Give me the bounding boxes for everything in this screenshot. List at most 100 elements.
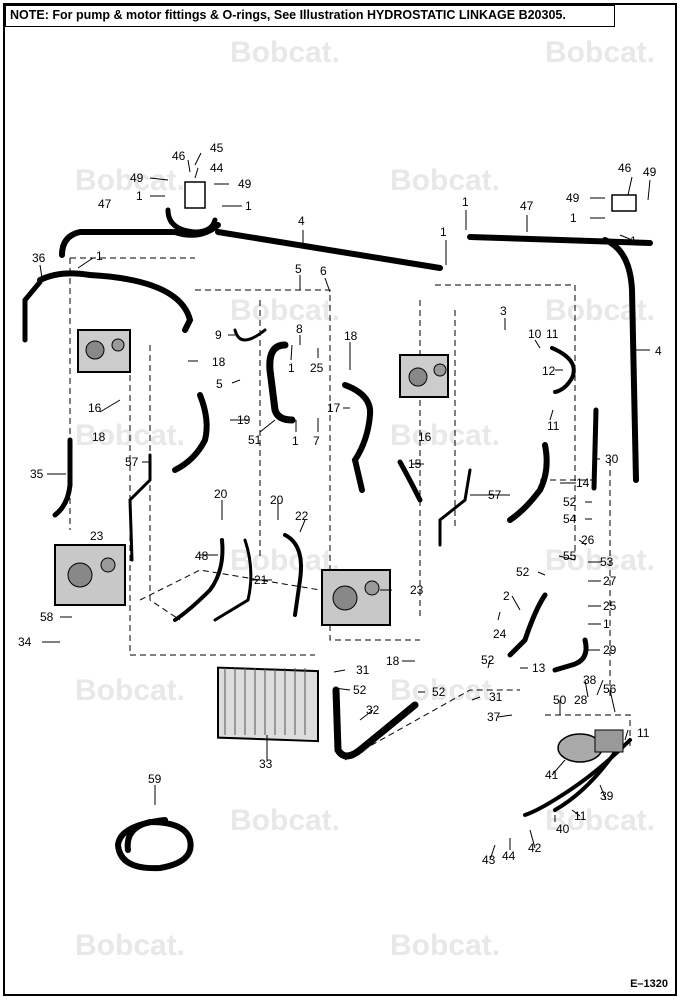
hose-17	[342, 382, 374, 493]
callout: 30	[605, 452, 619, 466]
hose-21	[213, 538, 253, 622]
callout: 6	[320, 264, 327, 278]
callout: 11	[547, 419, 560, 433]
callout: 56	[603, 682, 617, 696]
component-layer	[54, 181, 637, 763]
callout: 29	[603, 643, 617, 657]
callout-layer: 45 46 44 49 49 1 1 47 4 1 1 47 46 49 49 …	[18, 141, 662, 867]
callout: 20	[214, 487, 228, 501]
motor-23-right	[321, 569, 391, 626]
callout: 59	[148, 772, 162, 786]
callout: 45	[210, 141, 224, 155]
hose-57-right	[438, 468, 472, 547]
callout: 44	[210, 161, 224, 175]
callout: 31	[489, 690, 503, 704]
callout: 52	[516, 565, 530, 579]
callout: 1	[603, 617, 610, 631]
callout: 13	[532, 661, 546, 675]
callout: 5	[216, 377, 223, 391]
hose-32	[332, 686, 419, 760]
callout: 1	[136, 189, 143, 203]
callout: 1	[462, 195, 469, 209]
callout: 49	[643, 165, 657, 179]
pump-16-left	[77, 329, 131, 373]
watermark-text: Bobcat.	[230, 804, 340, 837]
callout: 48	[195, 549, 209, 563]
callout: 55	[563, 549, 577, 563]
callout: 36	[32, 251, 46, 265]
callout: 5	[295, 262, 302, 276]
callout: 11	[574, 809, 587, 823]
watermark-text: Bobcat.	[545, 294, 655, 327]
watermark-text: Bobcat.	[75, 164, 185, 197]
hose-15	[397, 459, 423, 503]
callout: 47	[520, 199, 534, 213]
oil-cooler-33	[217, 666, 319, 743]
watermark-layer: Bobcat. Bobcat. Bobcat. Bobcat. Bobcat. …	[75, 36, 655, 962]
callout: 21	[254, 573, 268, 587]
callout: 47	[98, 197, 112, 211]
callout: 26	[581, 533, 595, 547]
hose-47-right	[467, 234, 653, 246]
callout: 1	[96, 249, 103, 263]
figure-note: NOTE: For pump & motor fittings & O-ring…	[5, 5, 615, 27]
hose-57-left	[128, 453, 152, 562]
diagram-frame	[3, 3, 677, 996]
callout: 28	[574, 693, 588, 707]
callout: 4	[655, 344, 662, 358]
callout: 1	[570, 211, 577, 225]
callout: 53	[600, 555, 614, 569]
callout: 18	[212, 355, 226, 369]
right-filter-head	[611, 194, 637, 212]
reference-lines	[69, 257, 631, 761]
filter-canister	[184, 181, 206, 209]
callout: 1	[288, 361, 295, 375]
callout: 49	[238, 177, 252, 191]
hose-2	[507, 592, 548, 658]
callout: 10	[528, 327, 542, 341]
callout: 15	[408, 457, 422, 471]
callout: 1	[292, 434, 299, 448]
callout: 34	[18, 635, 32, 649]
watermark-text: Bobcat.	[75, 929, 185, 962]
valve-assembly	[557, 729, 624, 763]
hose-59-coil	[114, 817, 194, 872]
callout: 40	[556, 822, 570, 836]
pump-16-right	[399, 354, 449, 398]
hose-14	[507, 442, 550, 523]
callout: 27	[603, 574, 617, 588]
hose-22	[283, 533, 303, 617]
callout: 33	[259, 757, 273, 771]
callout: 18	[386, 654, 400, 668]
callout: 11	[637, 726, 650, 740]
callout: 43	[482, 853, 496, 867]
callout: 1	[440, 225, 447, 239]
callout: 8	[296, 322, 303, 336]
callout: 50	[553, 693, 567, 707]
callout: 52	[353, 683, 367, 697]
callout: 7	[313, 434, 320, 448]
watermark-text: Bobcat.	[230, 36, 340, 69]
callout: 23	[410, 583, 424, 597]
callout: 17	[327, 401, 341, 415]
watermark-text: Bobcat.	[545, 544, 655, 577]
callout: 3	[500, 304, 507, 318]
hose-48	[173, 538, 225, 622]
callout: 25	[603, 599, 617, 613]
hose-40	[553, 743, 622, 812]
callout: 54	[563, 512, 577, 526]
callout: 14	[576, 476, 590, 490]
callout: 24	[493, 627, 507, 641]
callout: 37	[487, 710, 501, 724]
callout: 57	[488, 488, 502, 502]
hose-layer	[22, 207, 653, 872]
callout: 1	[630, 234, 637, 248]
callout: 41	[545, 768, 559, 782]
hose-51	[266, 341, 296, 424]
callout: 51	[248, 433, 262, 447]
callout: 38	[583, 673, 597, 687]
hose-36	[37, 270, 194, 333]
callout: 22	[295, 509, 309, 523]
hose-30	[591, 407, 599, 491]
callout: 23	[90, 529, 104, 543]
